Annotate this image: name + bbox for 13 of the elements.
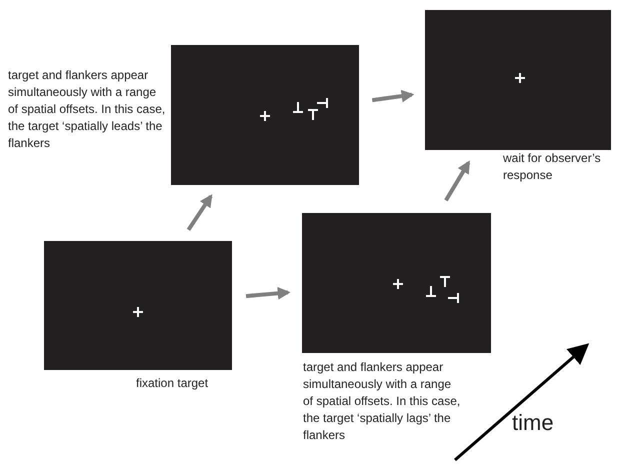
screen	[425, 10, 611, 150]
axis-label: time	[512, 409, 554, 437]
node-label: wait for observer’s response	[503, 150, 602, 184]
node-label: fixation target	[136, 375, 210, 392]
node-label: target and flankers appear simultaneously with a range of spatial offsets. In this case, the target ‘spatially leads’ the flankers	[8, 67, 166, 152]
arrow	[246, 286, 291, 300]
arrow	[186, 194, 213, 231]
screen	[44, 241, 232, 370]
screen	[171, 45, 359, 185]
screen	[302, 213, 491, 353]
node-label: target and flankers appear simultaneously with a range of spatial offsets. In this case, the target ‘spatially lags’ the flankers	[303, 359, 462, 444]
arrow	[444, 160, 470, 202]
arrow	[372, 90, 414, 102]
